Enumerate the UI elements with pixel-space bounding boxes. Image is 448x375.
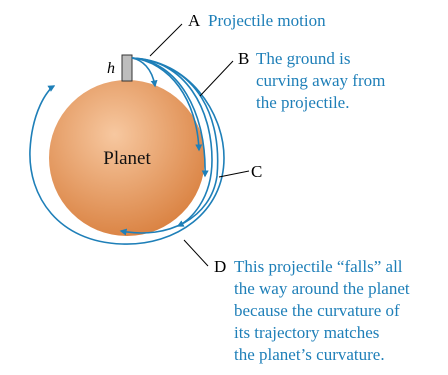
label-d-letter: D <box>214 257 226 276</box>
label-a-letter: A <box>188 11 201 30</box>
label-d-line-5: the planet’s curvature. <box>234 345 385 364</box>
label-d-line-1: This projectile “falls” all <box>234 257 403 276</box>
label-c-letter: C <box>251 162 262 181</box>
planet-label: Planet <box>103 148 151 169</box>
label-b-line-1: The ground is <box>256 49 350 68</box>
leader-a <box>150 24 182 56</box>
leader-b <box>200 61 233 96</box>
leader-d <box>184 240 208 266</box>
tower-label: h <box>107 60 115 77</box>
label-b-letter: B <box>238 49 249 68</box>
label-b-line-2: curving away from <box>256 71 385 90</box>
label-d-line-2: the way around the planet <box>234 279 410 298</box>
label-a-text: Projectile motion <box>208 11 326 30</box>
label-d-line-4: its trajectory matches <box>234 323 379 342</box>
launch-tower <box>122 55 132 81</box>
label-d-line-3: because the curvature of <box>234 301 400 320</box>
label-b-line-3: the projectile. <box>256 93 349 112</box>
